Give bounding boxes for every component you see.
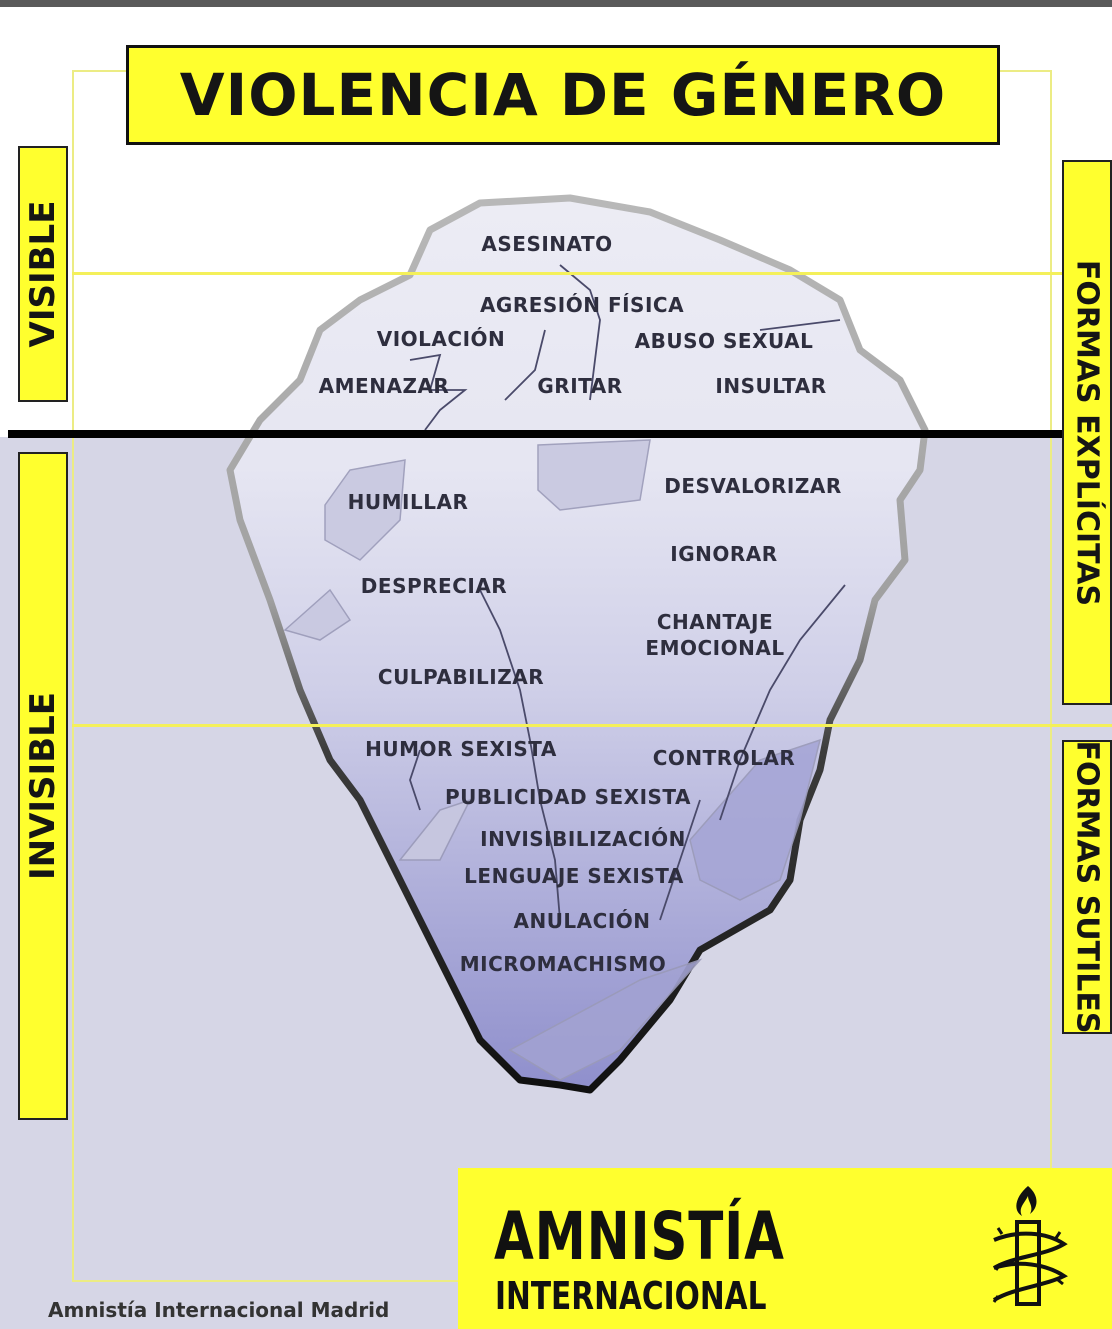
subtle-forms-label: FORMAS SUTILES (1069, 740, 1105, 1034)
explicit-forms-label-box: FORMAS EXPLÍCITAS (1062, 160, 1112, 705)
visible-boundary-line (72, 272, 1082, 275)
title-box: VIOLENCIA DE GÉNERO (126, 45, 1000, 145)
visible-label: VISIBLE (23, 200, 63, 348)
iceberg-facets (283, 439, 822, 1081)
visible-label-box: VISIBLE (18, 146, 68, 402)
subtle-forms-label-box: FORMAS SUTILES (1062, 740, 1112, 1034)
amnesty-logo-box: AMNISTÍA INTERNACIONAL (458, 1168, 1112, 1329)
iceberg-item: ASESINATO (481, 232, 613, 256)
iceberg-item: AMENAZAR (318, 374, 450, 398)
iceberg-item: CHANTAJE EMOCIONAL (645, 610, 785, 660)
logo-name: AMNISTÍA (494, 1198, 785, 1275)
iceberg-item: PUBLICIDAD SEXISTA (445, 785, 691, 809)
water-line (8, 430, 1066, 438)
iceberg-item: VIOLACIÓN (376, 327, 506, 351)
invisible-label-box: INVISIBLE (18, 452, 68, 1120)
iceberg-item: CULPABILIZAR (377, 665, 545, 689)
iceberg-item: ABUSO SEXUAL (634, 329, 814, 353)
top-rule (0, 0, 1112, 7)
iceberg-item: ANULACIÓN (513, 909, 651, 933)
subtle-boundary-line (72, 724, 1112, 727)
candle-barbed-wire-icon (992, 1186, 1068, 1306)
iceberg-item: DESVALORIZAR (664, 474, 842, 498)
iceberg-item: INSULTAR (715, 374, 827, 398)
iceberg-cracks (409, 264, 846, 921)
iceberg-item: GRITAR (537, 374, 623, 398)
iceberg-item: CONTROLAR (652, 746, 796, 770)
iceberg-item: IGNORAR (670, 542, 778, 566)
iceberg-item: INVISIBILIZACIÓN (480, 827, 686, 851)
iceberg-item: HUMOR SEXISTA (365, 737, 557, 761)
page-title: VIOLENCIA DE GÉNERO (179, 61, 947, 129)
iceberg-item: MICROMACHISMO (459, 952, 667, 976)
credit-text: Amnistía Internacional Madrid (48, 1298, 390, 1322)
logo-subtitle: INTERNACIONAL (495, 1274, 767, 1318)
iceberg-item: LENGUAJE SEXISTA (464, 864, 684, 888)
invisible-label: INVISIBLE (23, 691, 63, 881)
iceberg-item: HUMILLAR (347, 490, 469, 514)
iceberg-item: DESPRECIAR (360, 574, 508, 598)
explicit-forms-label: FORMAS EXPLÍCITAS (1069, 259, 1105, 606)
iceberg-item: AGRESIÓN FÍSICA (479, 293, 685, 317)
